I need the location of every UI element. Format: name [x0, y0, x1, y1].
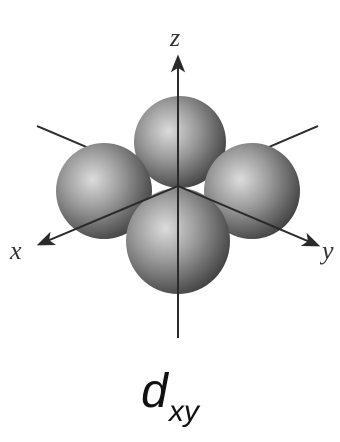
orbital-label: dxy	[0, 368, 340, 416]
y-axis-label: y	[319, 236, 334, 265]
x-axis-label: x	[9, 236, 22, 265]
orbital-letter: d	[141, 365, 168, 418]
orbital-subscript: xy	[169, 395, 199, 428]
z-axis-label: z	[169, 23, 180, 52]
